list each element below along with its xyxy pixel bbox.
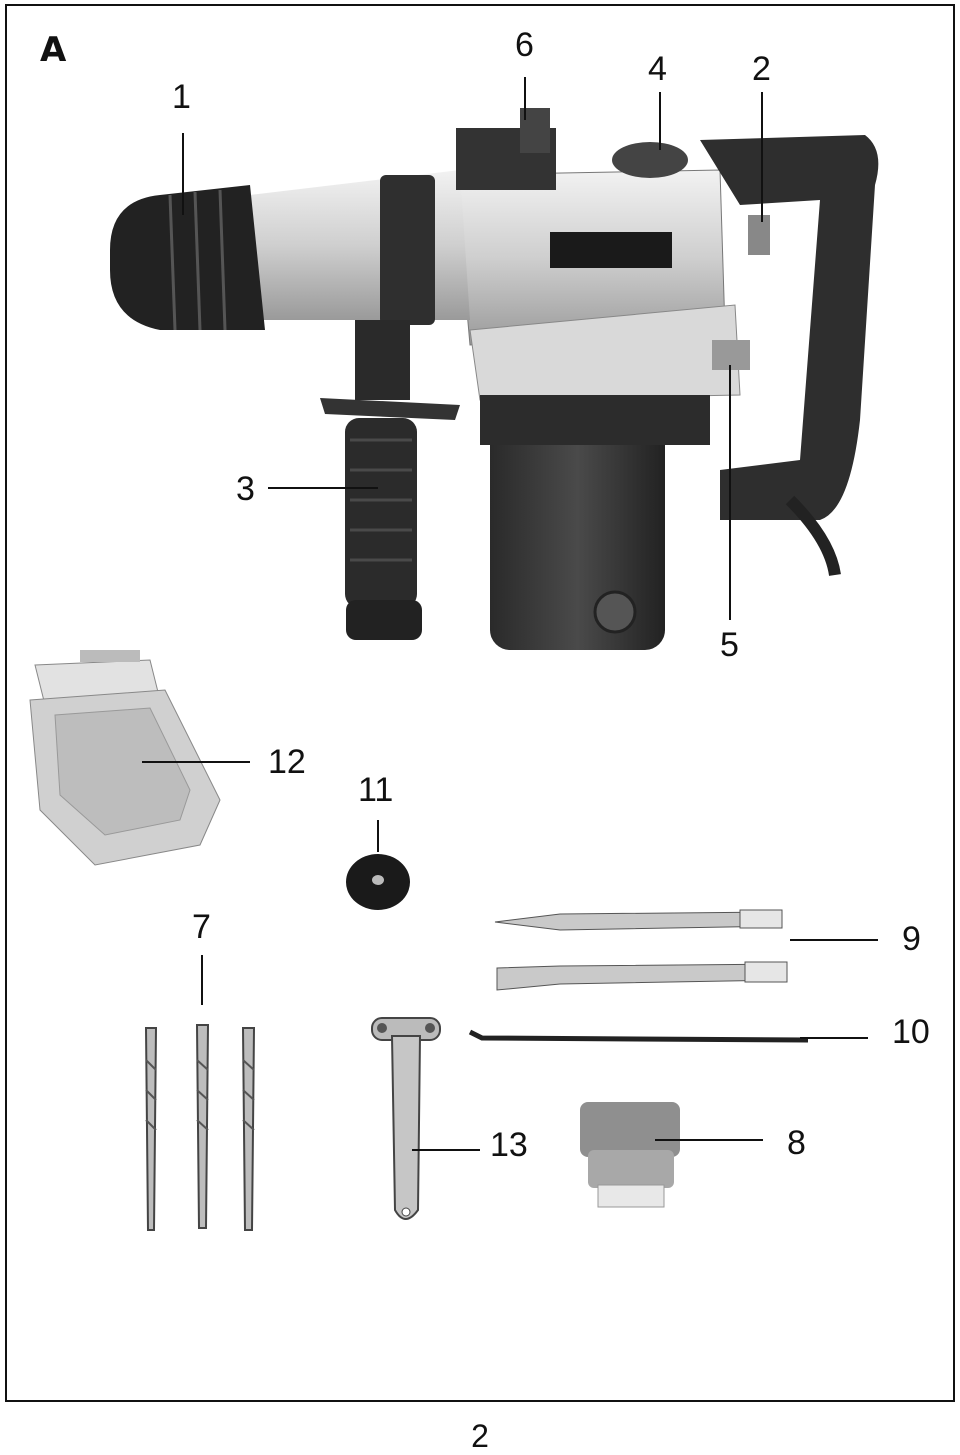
wrench	[371, 1017, 441, 1220]
callout-5: 5	[720, 626, 739, 664]
callout-1: 1	[172, 78, 191, 116]
figure-letter: A	[40, 30, 67, 70]
drill-bits	[144, 1024, 256, 1231]
callout-10: 10	[892, 1013, 930, 1051]
page-number: 2	[471, 1418, 489, 1454]
dust-cap	[346, 854, 410, 910]
callout-7: 7	[192, 908, 211, 946]
figure-frame	[5, 4, 955, 1402]
dust-collector	[580, 1102, 680, 1208]
chisels	[494, 909, 788, 991]
callout-3: 3	[236, 470, 255, 508]
callout-11: 11	[358, 771, 394, 809]
depth-rod	[468, 1029, 809, 1043]
callout-12: 12	[268, 743, 306, 781]
callout-6: 6	[515, 26, 534, 64]
callout-2: 2	[752, 50, 771, 88]
callout-4: 4	[648, 50, 667, 88]
callout-9: 9	[902, 920, 921, 958]
leader-lines	[142, 77, 878, 1151]
callout-8: 8	[787, 1124, 806, 1162]
carry-case	[29, 650, 221, 866]
callout-13: 13	[490, 1126, 528, 1164]
rotary-hammer-drill	[110, 108, 879, 650]
